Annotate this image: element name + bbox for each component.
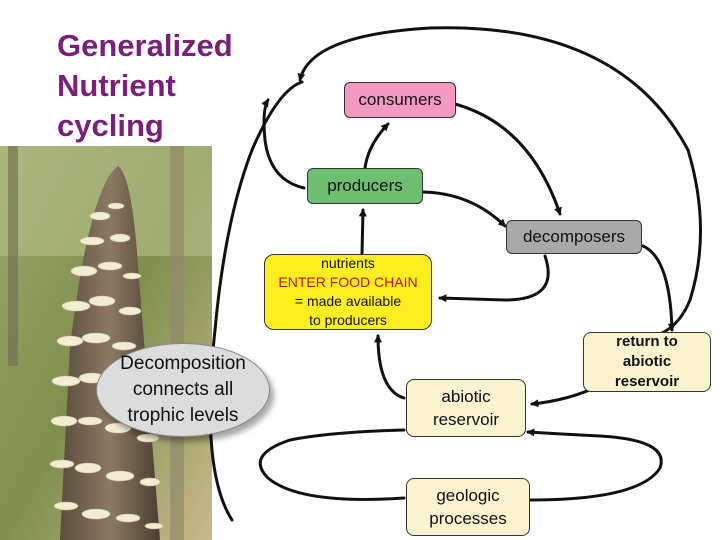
nutrients-to-producers-arrow: [358, 208, 367, 256]
return-label-line-2: abiotic: [622, 353, 672, 370]
decomposers-to-nutrients-arrow: [438, 254, 550, 303]
abiotic-to-nutrients-arrow: [374, 334, 406, 400]
consumers-label: consumers: [358, 90, 442, 109]
return-label-line-1: return to: [616, 333, 678, 350]
title-line-2: Nutrient: [57, 68, 176, 103]
consumers-to-decomposers-arrow: [453, 102, 562, 216]
title-line-1: Generalized: [57, 28, 233, 63]
enter-food-chain-label: ENTER FOOD CHAIN: [278, 274, 418, 290]
consumers-box: consumers: [344, 82, 456, 118]
callout-line-2: connects all: [132, 379, 234, 400]
decomposers-to-return-arrow: [641, 244, 676, 332]
decomposition-callout: Decomposition connects all trophic level…: [96, 343, 270, 437]
callout-line-3: trophic levels: [127, 405, 239, 426]
producers-box: producers: [307, 168, 423, 204]
geologic-loop-right-arrow: [526, 428, 663, 502]
geologic-label-line-1: geologic: [436, 486, 500, 505]
outer-loop-arrow: [297, 26, 703, 336]
tree-stump-photo: [0, 146, 212, 540]
return-to-abiotic-box: return to abiotic reservoir: [583, 332, 711, 392]
decomposers-label: decomposers: [522, 227, 626, 246]
made-available-label: = made available: [294, 293, 402, 309]
producers-loop-arrow: [261, 98, 306, 190]
page-title: Generalized Nutrient cycling: [57, 26, 287, 146]
return-label-line-3: reservoir: [614, 373, 680, 390]
producers-to-decomposers-arrow: [418, 190, 507, 228]
abiotic-label-line-2: reservoir: [432, 410, 500, 429]
title-line-3: cycling: [57, 108, 164, 143]
nutrients-label: nutrients: [321, 255, 375, 271]
decomposers-box: decomposers: [506, 220, 642, 254]
to-producers-label: to producers: [309, 312, 387, 328]
geologic-loop-left-arrow: [258, 428, 406, 501]
callout-line-1: Decomposition: [120, 353, 246, 374]
left-loop-arrow: [208, 80, 304, 522]
producers-to-consumers-arrow: [363, 122, 390, 170]
geologic-processes-box: geologic processes: [406, 478, 530, 536]
nutrients-box: nutrients ENTER FOOD CHAIN = made availa…: [264, 254, 432, 330]
producers-label: producers: [327, 176, 403, 195]
abiotic-label-line-1: abiotic: [441, 387, 491, 406]
geologic-label-line-2: processes: [429, 509, 507, 528]
abiotic-reservoir-box: abiotic reservoir: [406, 379, 526, 437]
